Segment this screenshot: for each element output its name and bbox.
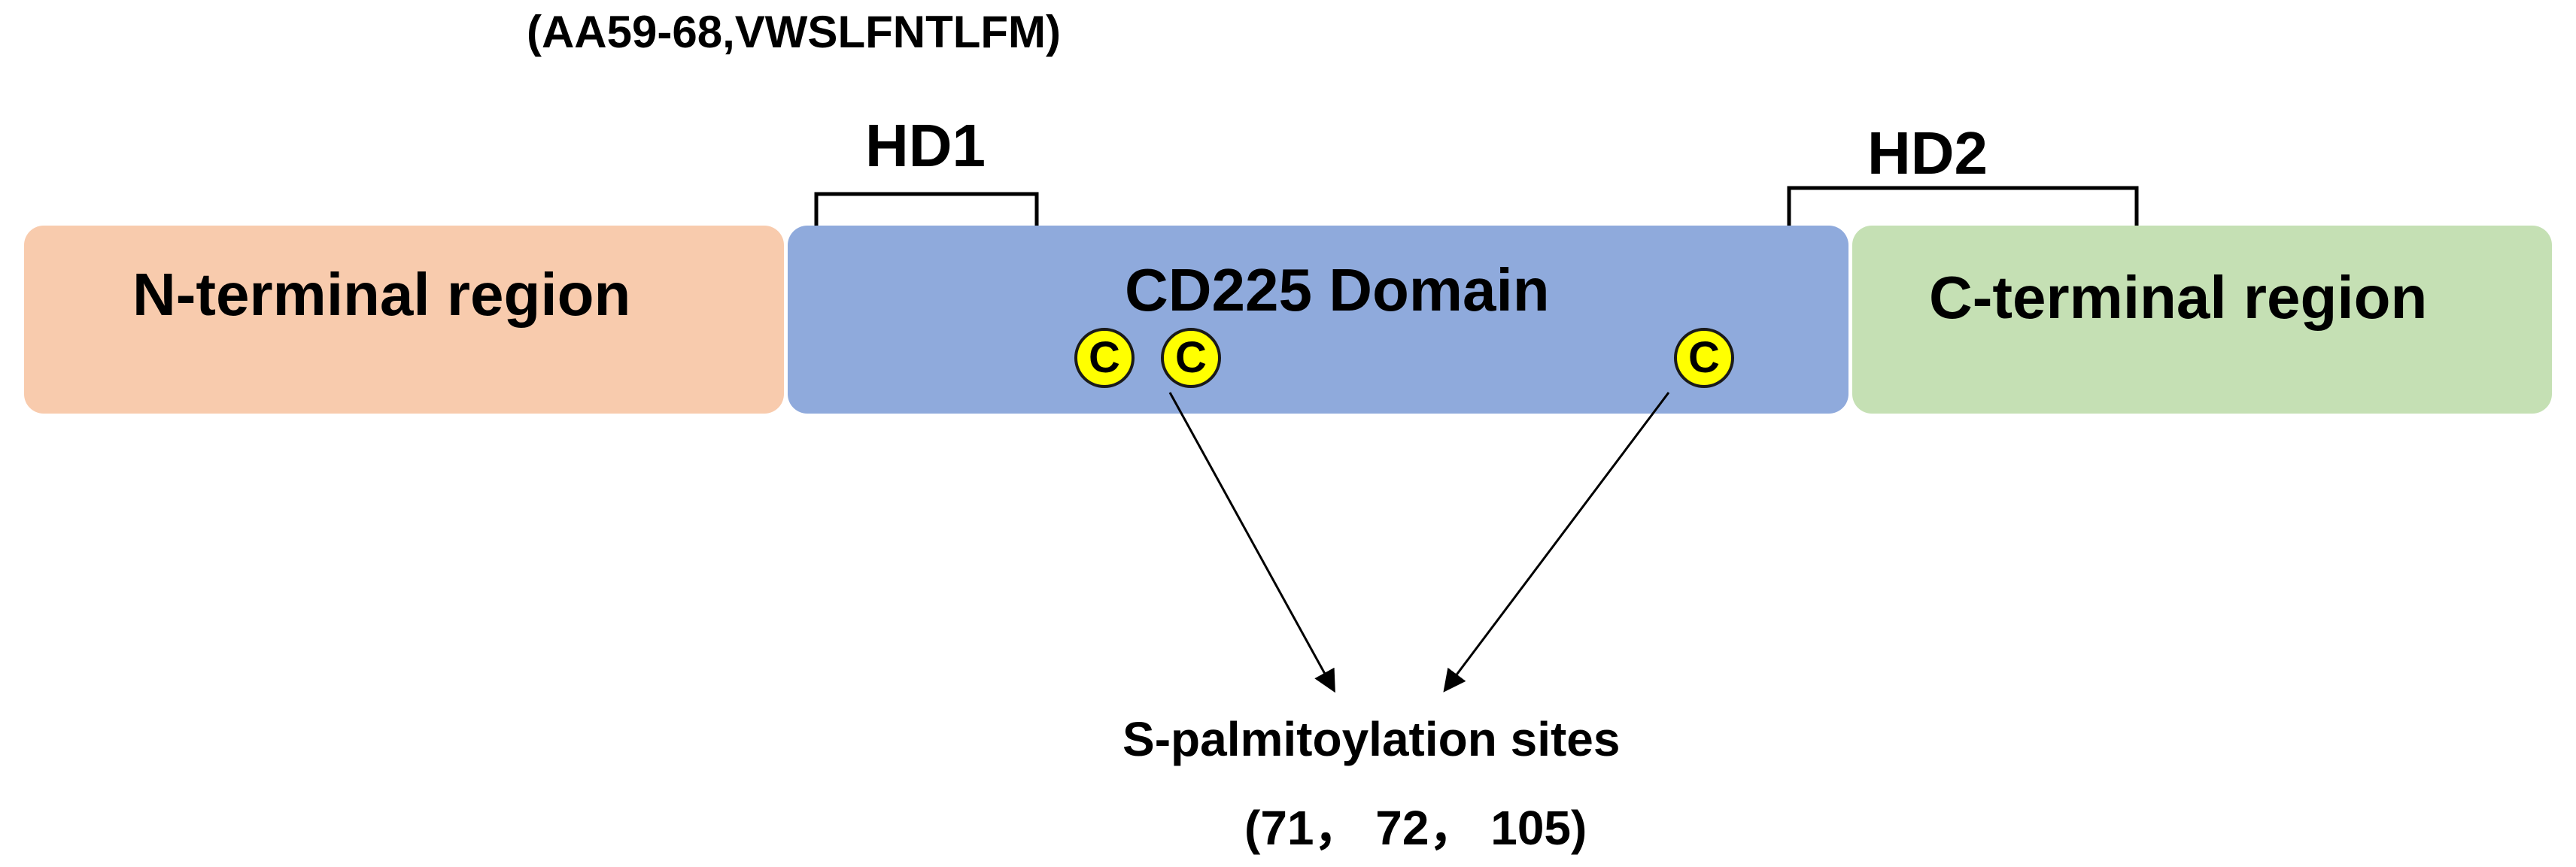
hd1-peptide-label: (AA59-68,VWSLFNTLFM) [527, 7, 1061, 57]
cd225-domain: CD225 Domain [788, 226, 1848, 414]
palmitoylation-positions: (71， 72， 105) [1244, 801, 1587, 855]
hd2-label: HD2 [1867, 120, 1988, 186]
n-terminal-region: N-terminal region [24, 226, 784, 414]
cysteine-72-marker: C [1161, 328, 1221, 388]
c-terminal-label: C-terminal region [1929, 264, 2428, 331]
arrow-left [1168, 392, 1335, 693]
n-terminal-label: N-terminal region [132, 261, 631, 328]
cysteine-71-marker: C [1074, 328, 1135, 388]
arrow-right [1443, 392, 1670, 693]
palmitoylation-title: S-palmitoylation sites [1122, 712, 1621, 766]
cd225-domain-label: CD225 Domain [1125, 256, 1550, 323]
hd2-bracket [1787, 186, 2139, 226]
hd1-bracket [814, 192, 1039, 226]
c-terminal-region: C-terminal region [1852, 226, 2552, 414]
hd1-label: HD1 [865, 112, 986, 179]
cysteine-105-marker: C [1674, 328, 1734, 388]
